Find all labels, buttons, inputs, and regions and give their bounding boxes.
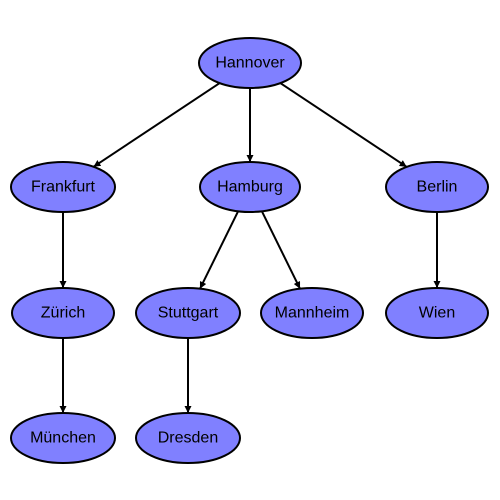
node-hannover: Hannover — [198, 37, 302, 89]
node-wien: Wien — [385, 287, 489, 339]
node-stuttgart-ellipse — [135, 287, 241, 339]
node-mannheim: Mannheim — [260, 287, 364, 339]
node-dresden-label: Dresden — [158, 430, 218, 447]
node-munchen-ellipse — [10, 412, 116, 464]
node-hamburg-label: Hamburg — [217, 179, 283, 196]
node-stuttgart: Stuttgart — [135, 287, 241, 339]
node-frankfurt-ellipse — [10, 161, 116, 213]
node-munchen-label: München — [30, 430, 96, 447]
node-frankfurt: Frankfurt — [10, 161, 116, 213]
node-zurich: Zürich — [11, 287, 115, 339]
node-hamburg-ellipse — [199, 161, 301, 213]
node-zurich-label: Zürich — [41, 305, 85, 322]
node-frankfurt-label: Frankfurt — [31, 179, 96, 196]
node-dresden-ellipse — [135, 412, 241, 464]
edge-hannover-to-frankfurt — [92, 82, 221, 168]
node-berlin: Berlin — [385, 161, 489, 213]
edges — [59, 82, 441, 413]
node-hannover-label: Hannover — [215, 55, 285, 72]
node-dresden: Dresden — [135, 412, 241, 464]
node-berlin-ellipse — [385, 161, 489, 213]
node-hannover-ellipse — [198, 37, 302, 89]
edge-hamburg-to-stuttgart — [199, 210, 239, 290]
node-mannheim-label: Mannheim — [275, 305, 350, 322]
node-zurich-ellipse — [11, 287, 115, 339]
edge-hannover-to-berlin — [279, 82, 408, 168]
node-wien-ellipse — [385, 287, 489, 339]
node-munchen: München — [10, 412, 116, 464]
edge-hamburg-to-mannheim — [261, 210, 301, 290]
node-hamburg: Hamburg — [199, 161, 301, 213]
node-berlin-label: Berlin — [417, 179, 458, 196]
node-wien-label: Wien — [419, 305, 455, 322]
nodes: Hannover Frankfurt Hamburg Berlin Zürich… — [10, 37, 489, 464]
node-stuttgart-label: Stuttgart — [158, 305, 219, 322]
node-mannheim-ellipse — [260, 287, 364, 339]
